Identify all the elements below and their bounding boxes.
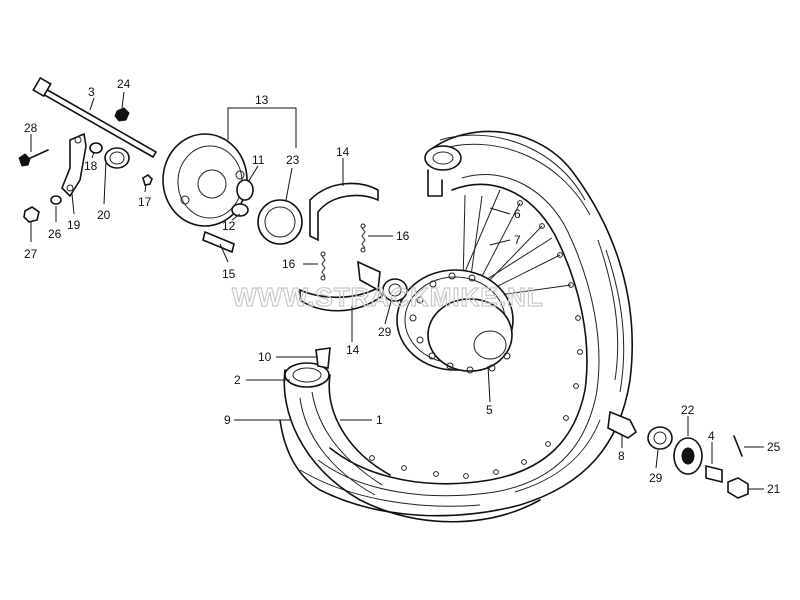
tire-section-cutaway [283, 369, 541, 523]
tire-drawing [279, 130, 633, 517]
label-5: 5 [486, 403, 493, 417]
label-4: 4 [708, 429, 715, 443]
label-28: 28 [24, 121, 38, 135]
dust-seal-22 [673, 437, 703, 475]
brake-cam-15 [202, 230, 235, 254]
label-13: 13 [255, 93, 269, 107]
label-6: 6 [514, 207, 521, 221]
collar-8 [607, 410, 638, 439]
label-21: 21 [767, 482, 781, 496]
rim-bead-line [317, 174, 600, 497]
label-25: 25 [767, 440, 781, 454]
label-29-right: 29 [649, 471, 663, 485]
nut-24 [114, 107, 130, 122]
bolt-28 [18, 149, 49, 167]
brake-shoe-upper [309, 182, 379, 242]
tube-2 [284, 362, 330, 388]
tire-cut-end-top [424, 145, 462, 171]
label-8: 8 [618, 449, 625, 463]
label-10: 10 [258, 350, 272, 364]
rim-band-10 [315, 347, 331, 369]
axle [32, 76, 158, 159]
label-7: 7 [514, 233, 521, 247]
rim-inner-edge [329, 183, 588, 485]
nut-27 [23, 206, 40, 223]
label-22: 22 [681, 403, 695, 417]
label-29-left: 29 [378, 325, 392, 339]
leader-lines [30, 91, 764, 490]
label-16-lower: 16 [282, 257, 296, 271]
rim-spoke-holes [369, 200, 583, 479]
label-3: 3 [88, 85, 95, 99]
cam-11 [236, 179, 254, 201]
nut-17 [142, 173, 153, 186]
bearing-29-left [382, 278, 408, 302]
castle-nut-21 [727, 477, 749, 499]
label-11: 11 [252, 153, 265, 167]
washer-26 [50, 195, 62, 205]
label-24: 24 [117, 77, 131, 91]
spring-20 [104, 147, 130, 169]
label-27: 27 [24, 247, 38, 261]
dust-seal-23 [257, 199, 303, 245]
seal-12 [231, 203, 249, 217]
cotter-pin-25 [733, 435, 743, 457]
brake-arm-19 [61, 132, 87, 198]
brake-shoe-lower [299, 260, 384, 312]
label-12: 12 [222, 219, 236, 233]
label-26: 26 [48, 227, 62, 241]
label-1: 1 [376, 413, 383, 427]
part-number-labels: 3 24 28 18 19 20 17 26 27 13 11 23 12 15… [24, 77, 781, 496]
spring-16-lower [320, 251, 326, 281]
label-9: 9 [224, 413, 231, 427]
label-18: 18 [84, 159, 98, 173]
label-15: 15 [222, 267, 236, 281]
collar-4 [705, 464, 723, 484]
label-14-upper: 14 [336, 145, 350, 159]
tire-outer-edge [279, 130, 633, 517]
label-19: 19 [67, 218, 81, 232]
spokes [457, 189, 572, 297]
wheel-hub [396, 269, 514, 374]
label-23: 23 [286, 153, 300, 167]
bearing-29-right [647, 426, 673, 450]
seal-18 [89, 142, 103, 154]
spring-16-upper [360, 223, 366, 253]
label-14-lower: 14 [346, 343, 360, 357]
label-17: 17 [138, 195, 152, 209]
label-20: 20 [97, 208, 111, 222]
watermark-text: WWW.STRACKMIKE.NL [232, 282, 544, 312]
label-2: 2 [234, 373, 241, 387]
label-16-upper: 16 [396, 229, 410, 243]
